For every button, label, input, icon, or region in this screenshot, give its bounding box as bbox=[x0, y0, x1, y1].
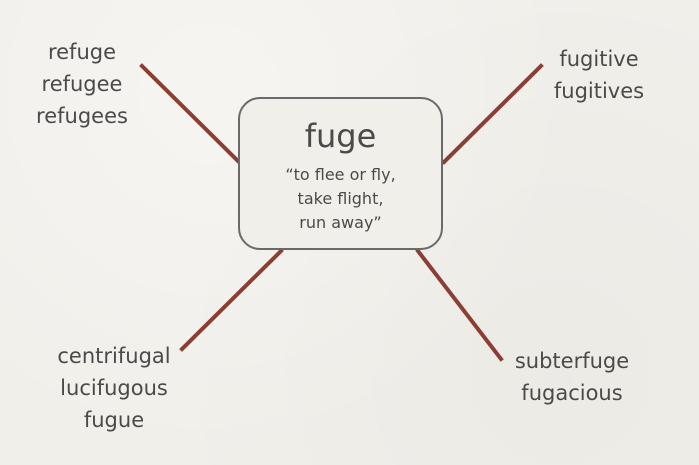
word-item: centrifugal bbox=[57, 344, 171, 368]
root-meaning-line: “to flee or fly, bbox=[285, 165, 396, 184]
word-item: refuge bbox=[47, 40, 117, 64]
word-item: fugue bbox=[83, 408, 145, 432]
word-item: fugacious bbox=[521, 381, 623, 405]
word-item: fugitives bbox=[553, 79, 645, 103]
word-group-bottom-left: centrifugal lucifugous fugue bbox=[48, 340, 180, 436]
root-box: fuge “to flee or fly, take flight, run a… bbox=[238, 97, 443, 250]
root-meaning-line: run away” bbox=[299, 213, 382, 232]
word-item: refugees bbox=[36, 104, 128, 128]
word-item: subterfuge bbox=[514, 349, 630, 373]
word-group-top-left: refuge refugee refugees bbox=[32, 36, 132, 132]
word-item: fugitive bbox=[559, 47, 639, 71]
connector-bottom-right bbox=[415, 248, 504, 362]
connector-bottom-left bbox=[179, 248, 284, 352]
root-meaning: “to flee or fly, take flight, run away” bbox=[240, 163, 441, 235]
root-meaning-line: take flight, bbox=[297, 189, 384, 208]
connector-top-left bbox=[139, 63, 242, 165]
root-word: fuge bbox=[304, 117, 377, 155]
word-group-bottom-right: subterfuge fugacious bbox=[508, 345, 636, 409]
word-item: refugee bbox=[41, 72, 123, 96]
word-group-top-right: fugitive fugitives bbox=[552, 43, 646, 107]
connector-top-right bbox=[441, 63, 544, 165]
word-item: lucifugous bbox=[60, 376, 168, 400]
